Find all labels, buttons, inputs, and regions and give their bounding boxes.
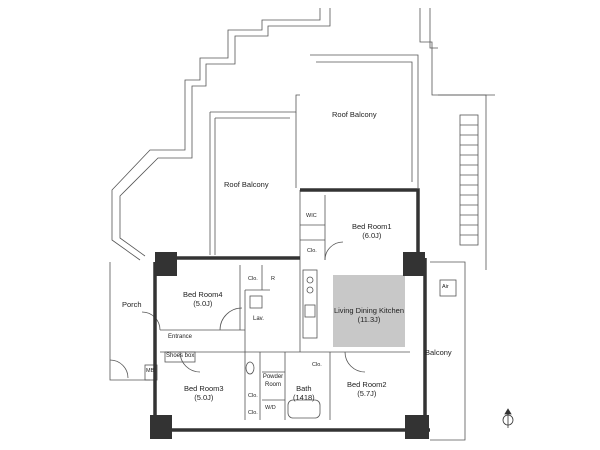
toilet bbox=[245, 361, 255, 375]
meter-box bbox=[144, 364, 158, 381]
shoes-box bbox=[164, 351, 196, 363]
ldk-fill bbox=[333, 275, 405, 347]
door-arc bbox=[109, 359, 129, 379]
door-arc bbox=[344, 351, 366, 373]
door-arc bbox=[141, 311, 161, 331]
north-arrow-icon bbox=[502, 408, 514, 428]
bathtub bbox=[287, 399, 321, 419]
door-arc bbox=[324, 241, 344, 261]
vent-slats bbox=[459, 114, 479, 246]
slat-lines bbox=[460, 124, 478, 236]
exterior-wall bbox=[300, 188, 420, 258]
lavatory-sink bbox=[249, 295, 263, 309]
air-unit bbox=[439, 279, 457, 297]
column bbox=[403, 252, 425, 276]
roof-balcony-left-outline bbox=[210, 94, 300, 113]
roof-outline bbox=[111, 8, 321, 261]
door-arc bbox=[179, 351, 201, 373]
balcony-outline bbox=[430, 261, 466, 441]
kitchen-counter bbox=[302, 269, 318, 339]
column bbox=[150, 415, 172, 439]
column bbox=[155, 252, 177, 276]
roof-balcony-right-outline bbox=[310, 54, 419, 188]
column bbox=[405, 415, 429, 439]
door-arc bbox=[219, 307, 243, 331]
porch-outline bbox=[109, 262, 150, 381]
